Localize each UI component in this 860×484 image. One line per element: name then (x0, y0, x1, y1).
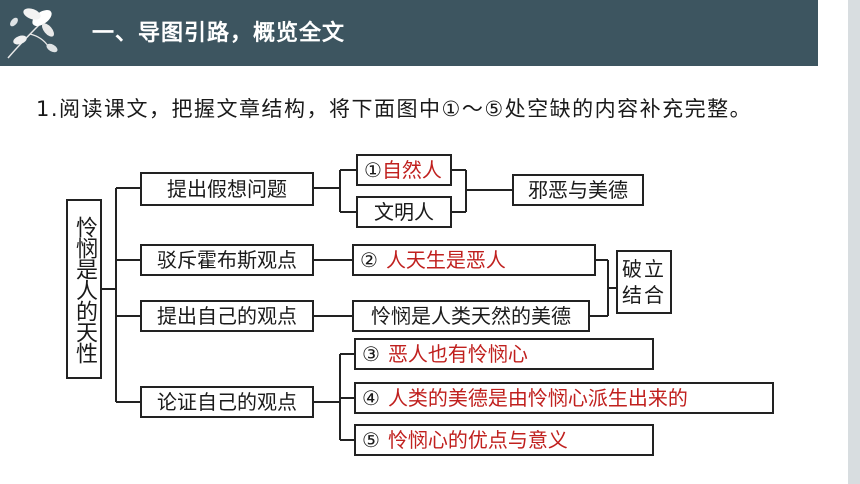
branch-own-view: 提出自己的观点 (140, 300, 314, 332)
magnolia-flower-icon (7, 8, 58, 59)
branch-argue-view: 论证自己的观点 (140, 386, 314, 418)
refute-and-establish-box: 破立结合 (616, 250, 672, 314)
marker-1: ① (364, 158, 382, 182)
answer-5-text: 怜悯心的优点与意义 (387, 428, 568, 452)
section-title: 一、导图引路，概览全文 (92, 21, 346, 46)
branch-refute-hobbes: 驳斥霍布斯观点 (140, 244, 314, 276)
marker-3: ③ (362, 342, 380, 366)
answer-box-1: ① 自然人 (356, 154, 452, 186)
answer-2-text: 人天生是恶人 (385, 248, 506, 272)
answer-4-text: 人类的美德是由怜悯心派生出来的 (387, 386, 688, 410)
answer-box-3: ③ 恶人也有怜悯心 (354, 338, 654, 370)
answer-box-4: ④ 人类的美德是由怜悯心派生出来的 (354, 382, 774, 414)
question-instruction: 1.阅读课文，把握文章结构，将下面图中①～⑤处空缺的内容补充完整。 (36, 97, 753, 121)
pity-natural-virtue-box: 怜悯是人类天然的美德 (352, 300, 590, 332)
marker-4: ④ (362, 386, 380, 410)
branch-raise-hypothesis: 提出假想问题 (140, 172, 314, 206)
marker-5: ⑤ (362, 428, 380, 452)
answer-3-text: 恶人也有怜悯心 (387, 342, 528, 366)
section-header-bar: 一、导图引路，概览全文 (0, 0, 818, 66)
evil-and-virtue-box: 邪恶与美德 (512, 174, 644, 206)
answer-box-5: ⑤ 怜悯心的优点与意义 (354, 424, 654, 456)
right-edge-stripe (848, 0, 860, 484)
refute-and-establish-text: 破立结合 (622, 257, 666, 307)
answer-1-text: 自然人 (381, 158, 442, 182)
civilized-man-box: 文明人 (356, 196, 452, 228)
answer-box-2: ② 人天生是恶人 (352, 244, 596, 276)
marker-2: ② (360, 248, 378, 272)
root-node: 怜悯是人的天性 (66, 199, 102, 379)
